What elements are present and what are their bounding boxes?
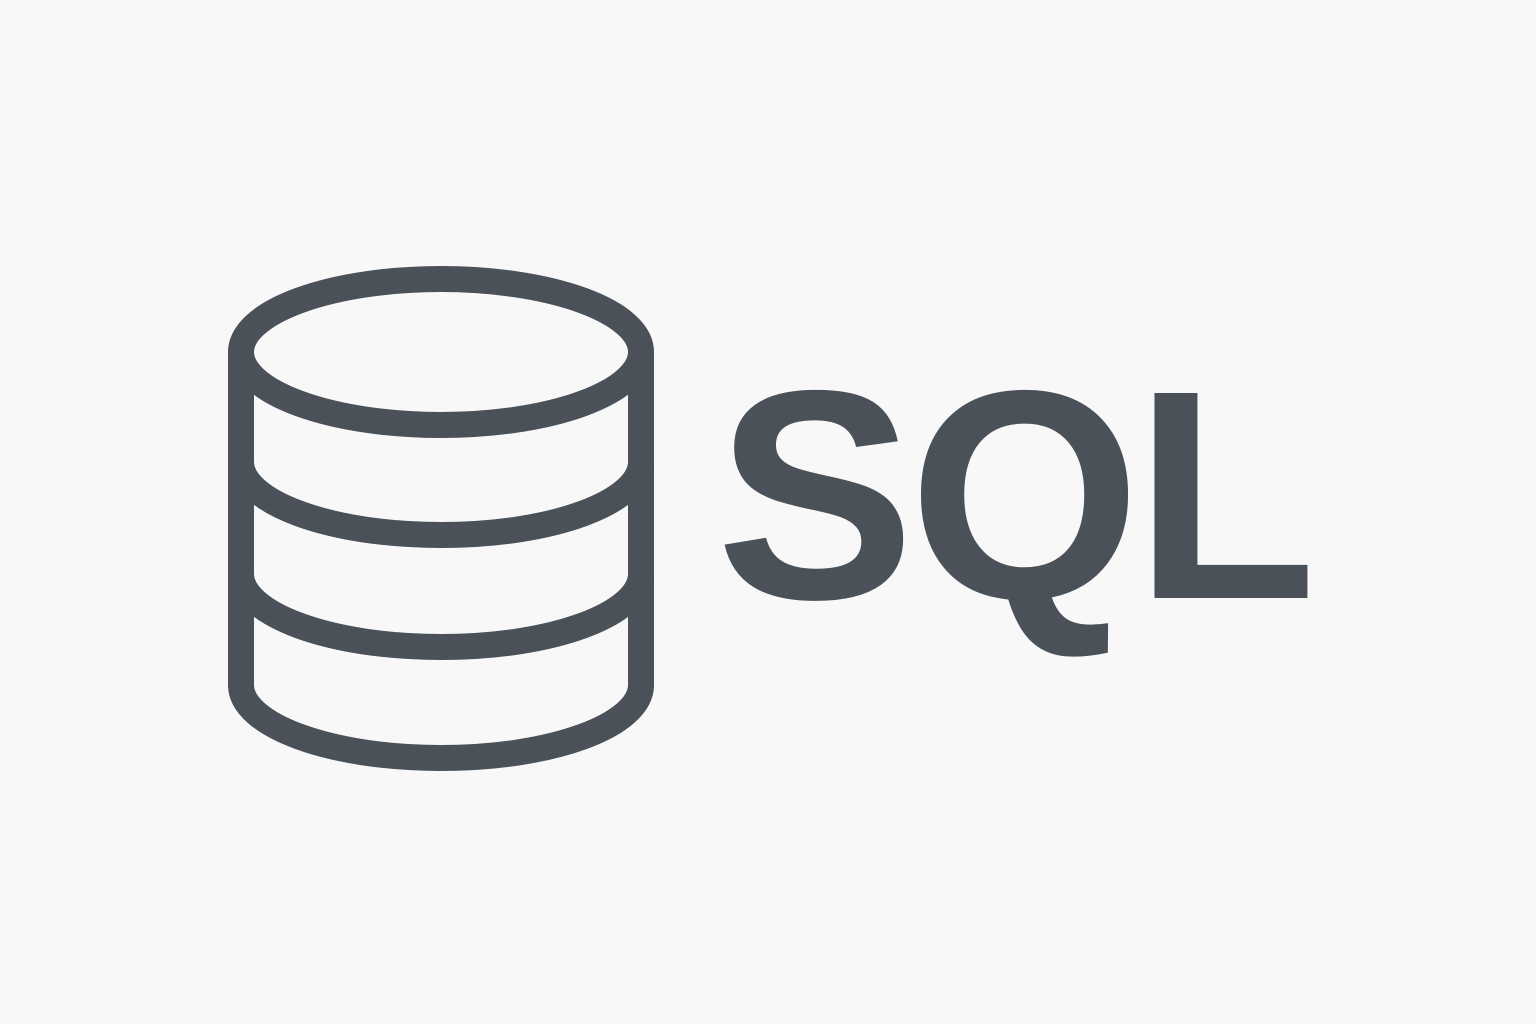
database-icon (228, 266, 654, 771)
logo-wordmark: SQL (716, 329, 1317, 662)
